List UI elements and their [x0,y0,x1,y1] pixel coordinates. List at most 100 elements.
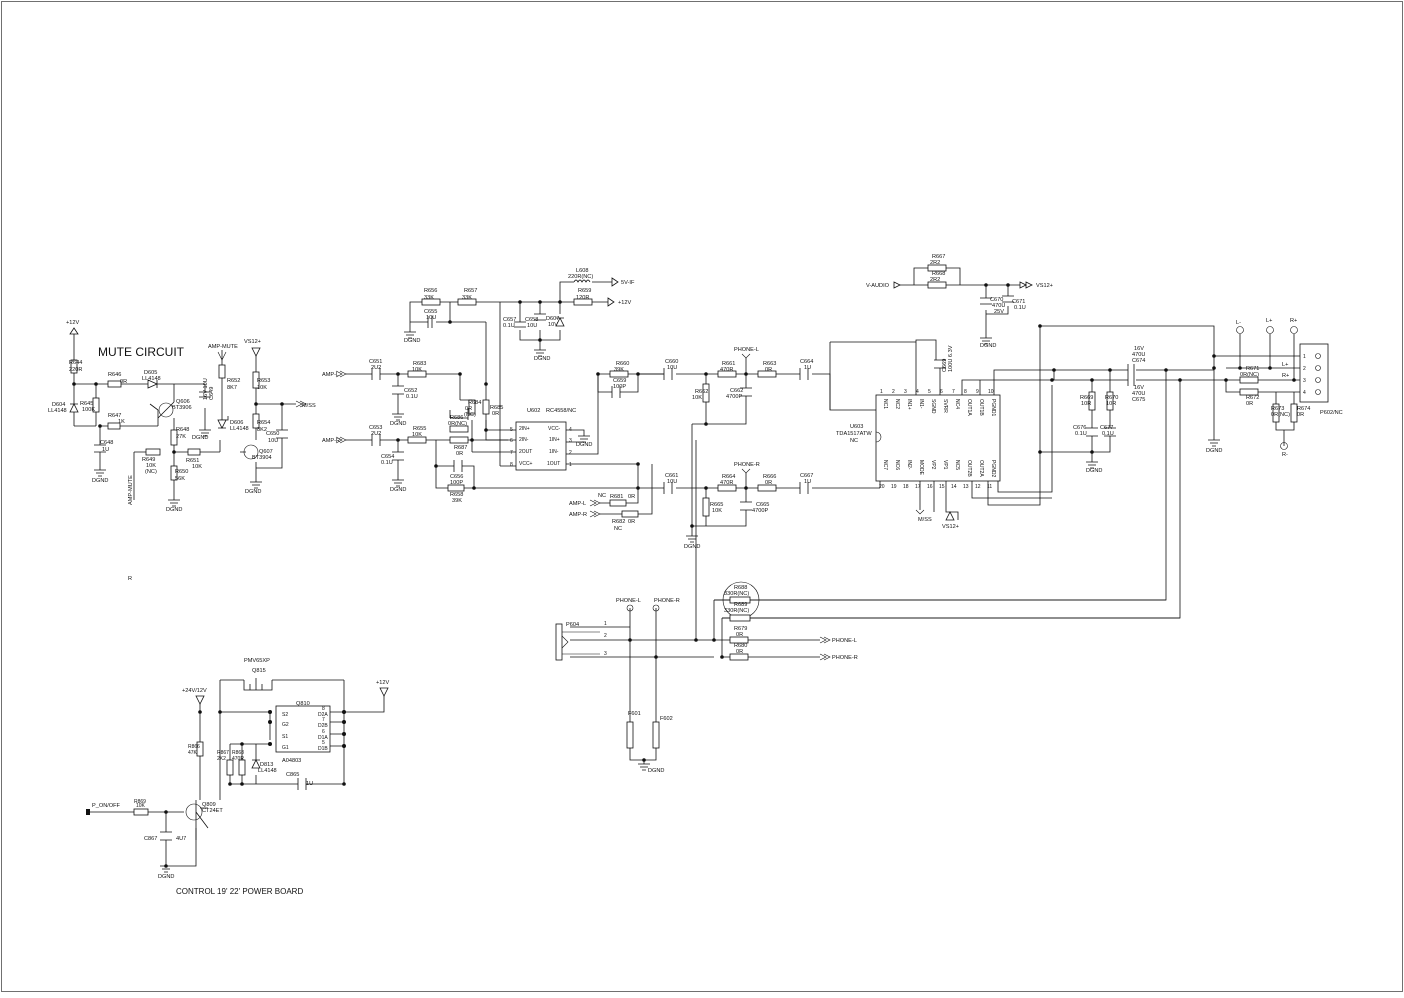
d606-diode-icon [217,419,227,429]
r650-value: 56K [175,476,185,482]
u603-pin-20: 20 [879,484,885,490]
u603-pin-name: SVRR [942,399,948,413]
c669-label: C669 [942,359,948,372]
c657-value: 0.1U [503,323,515,329]
d813-label: D813 [260,762,273,768]
headphone-jack: P604 1 2 3 PHONE-L PHONE-R F601 F602 DGN… [555,440,1180,774]
d604-value: LL4148 [48,408,67,414]
r648-resistor [170,429,178,446]
r670-value: 10R [1106,401,1116,407]
r654-label: R654 [257,420,270,426]
stray-mark: R [128,576,132,582]
r868-resistor [238,759,246,776]
r686-value: 0R(NC) [448,421,467,427]
r647-label: R647 [108,413,121,419]
pin-number: 2 [604,633,607,639]
pin-name: S2 [282,712,288,718]
c661-label: C661 [665,473,678,479]
u603-pin-name: OUT1B [978,399,984,416]
u603-pin-name: NC4 [954,399,960,409]
r659-resistor [573,298,593,306]
c675-voltage: 16V [1134,385,1144,391]
c665-label: C665 [756,502,769,508]
q809-transistor [185,803,203,821]
testpoint-icon [652,604,660,612]
opamp-section: AMP-L AMP-R C651 2U2 C653 2U2 R683 10K R… [322,268,664,504]
r652-label: R652 [227,378,240,384]
u603-label: U603 [850,424,863,430]
amplifier-section: U603 TDA1517ATW NC 1NC12NC23IN1+4IN1-5SG… [714,254,1300,619]
r662-value: 10K [692,395,702,401]
r684-resistor [468,399,476,415]
r666-resistor [757,484,777,492]
pin-name: S1 [282,734,288,740]
r682-resistor [621,510,639,518]
u603-pin-16: 16 [927,484,933,490]
net-r-plus-b: R+ [1282,373,1289,379]
u603-pin-name: OUT2B [966,460,972,477]
dgnd-label: DGND [166,507,182,513]
r679-label: R679 [734,626,747,632]
r663-label: R663 [763,361,776,367]
pin-number: 1 [569,462,572,468]
pin-number: 8 [510,462,513,468]
c654-value: 0.1U [381,460,393,466]
pin-name: G2 [282,722,289,728]
u603-pin-14: 14 [951,484,957,490]
net-v-audio: V-AUDIO [866,283,890,289]
d605-label: D605 [144,370,157,376]
pin-number: 2 [1303,366,1306,372]
d607-value: 10V [548,322,558,328]
pin-number: 4 [1303,390,1306,396]
r665-label: R665 [710,502,723,508]
testpoint-icon [1280,442,1288,450]
d604-diode-icon [69,403,79,413]
amp-r-arrow-icon [589,510,601,518]
r664-resistor [717,484,737,492]
r680-resistor [729,653,749,661]
net-5v-if: 5V-IF [621,280,635,286]
offpage-arrow-icon [819,653,831,661]
r688-value: 330R(NC) [724,591,749,597]
r683-label: R683 [413,361,426,367]
r647-value: 1K [118,419,125,425]
c648-label: C648 [100,440,113,446]
c865-label: C865 [286,772,299,778]
c677-label: C677 [1100,425,1113,431]
r651-value: 10K [192,464,202,470]
pin-number: 6 [510,438,513,444]
r657-label: R657 [464,288,477,294]
r655-resistor [407,436,427,444]
u603-pin-19: 19 [891,484,897,490]
net-plus12v: +12V [66,320,79,326]
r688-label: R688 [734,585,747,591]
r661-label: R661 [722,361,735,367]
net-24v: +24V/12V [182,688,207,694]
q607-value: BT3904 [252,455,272,461]
r653-value: 10K [257,385,267,391]
r661-resistor [717,370,737,378]
r673-resistor [1272,403,1280,423]
c670-label: C670 [990,297,1003,303]
r663-value: 0R [765,367,772,373]
r662-label: R662 [695,389,708,395]
c650-label: C650 [266,431,279,437]
u603-pin-name: NC6 [894,460,900,470]
net-r-minus: R- [1282,452,1288,458]
pin-number: 3 [604,651,607,657]
ground-symbols: DGND DGND DGND DGND [92,429,262,513]
d605-value: LL4148 [142,376,161,382]
r689-label: R689 [734,602,747,608]
pin-name: 1IN+ [549,437,560,443]
d606-value: LL4148 [230,426,249,432]
r653-label: R653 [257,378,270,384]
r673-value: 0R(NC) [1271,412,1290,418]
c670-value: 470U [992,303,1005,309]
r655-label: R655 [413,426,426,432]
offpage-arrow-icon [295,400,307,408]
u603-pin-12: 12 [975,484,981,490]
q607-label: Q607 [259,449,273,455]
r667-resistor [927,264,947,272]
pin-name: 1IN- [549,449,559,455]
